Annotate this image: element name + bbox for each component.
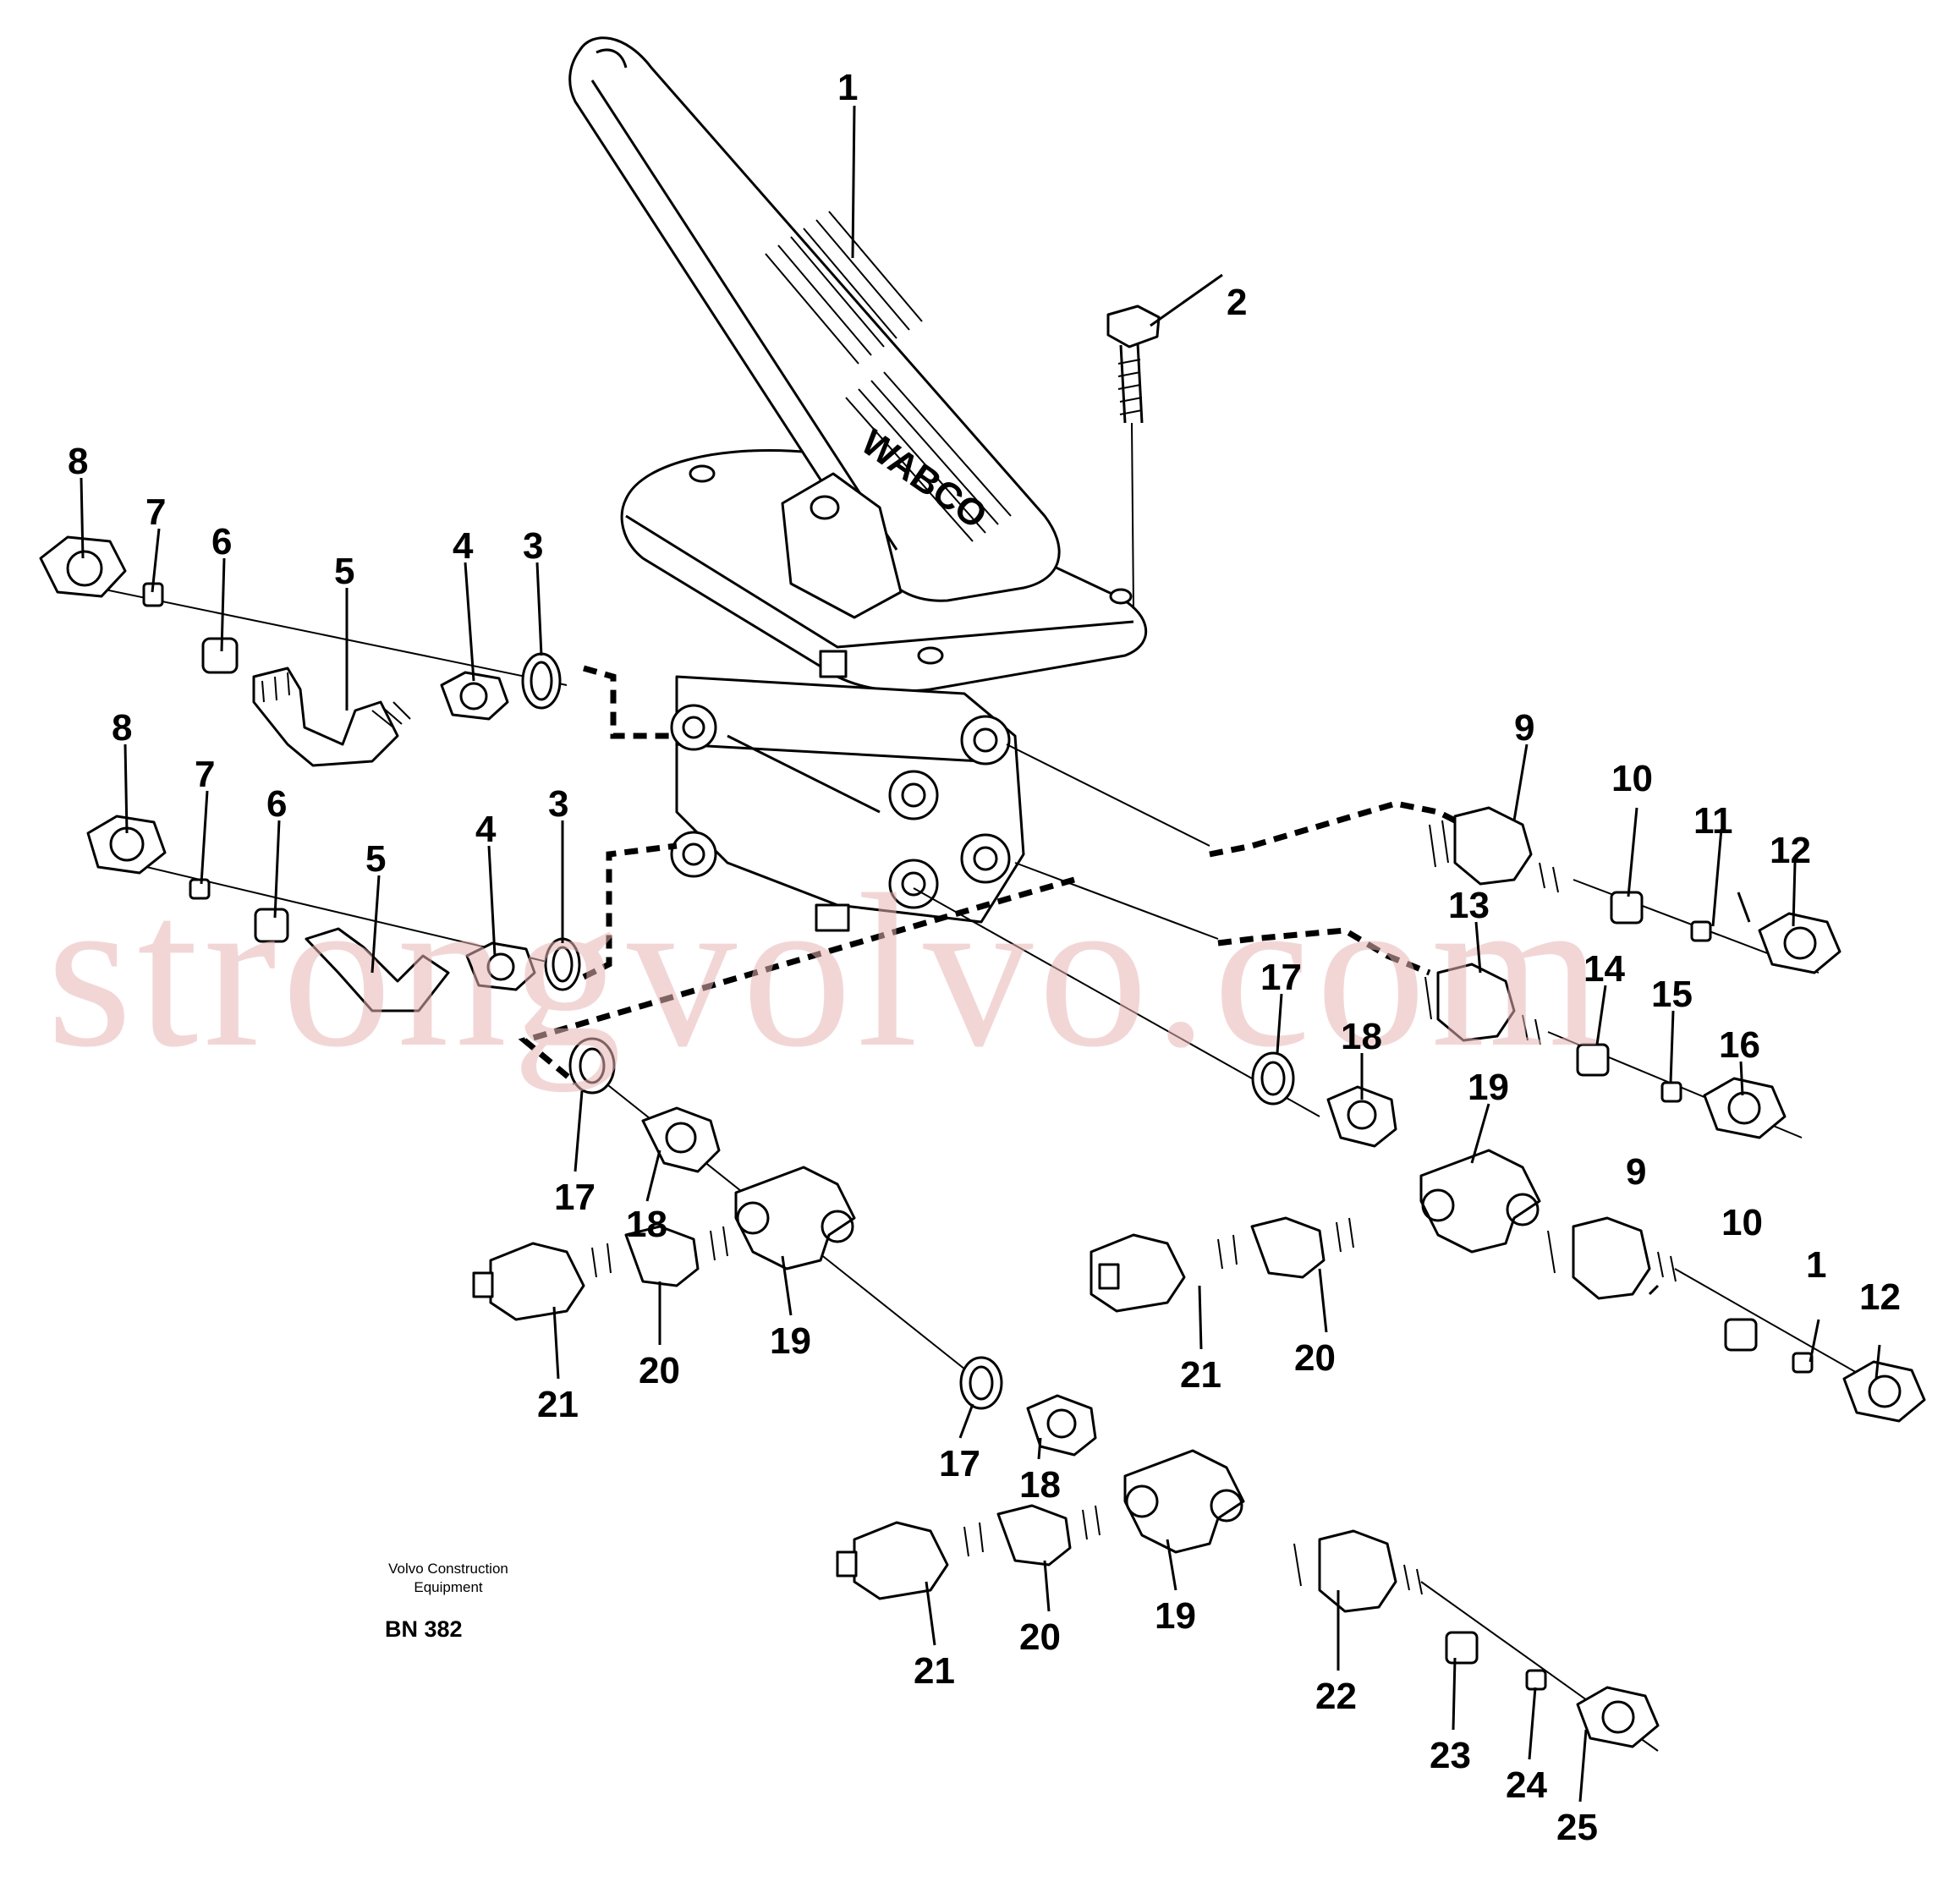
callout-19: 19 <box>770 1320 811 1362</box>
callout-20: 20 <box>639 1350 680 1391</box>
callout-9: 9 <box>1626 1151 1646 1193</box>
callout-12: 12 <box>1859 1276 1901 1318</box>
lower-tee-fittings <box>472 876 1660 1752</box>
callout-7: 7 <box>195 754 215 795</box>
callout-8: 8 <box>68 441 88 482</box>
callout-17: 17 <box>554 1177 596 1218</box>
diagram-reference: BN 382 <box>385 1616 463 1642</box>
callout-21: 21 <box>1180 1354 1221 1396</box>
callout-1: 1 <box>837 67 858 108</box>
callout-18: 18 <box>626 1204 667 1245</box>
brand-block: Volvo Construction Equipment BN 382 <box>385 1561 508 1642</box>
callout-10: 10 <box>1611 758 1653 799</box>
callout-3: 3 <box>523 525 543 567</box>
callout-9: 9 <box>1514 707 1534 749</box>
callout-13: 13 <box>1448 885 1490 926</box>
callout-6: 6 <box>266 783 287 825</box>
callout-7: 7 <box>145 491 166 533</box>
callout-4: 4 <box>453 525 474 567</box>
lower-left-fittings <box>86 815 581 1012</box>
callout-20: 20 <box>1294 1337 1336 1379</box>
callout-1-lower-right: 1 <box>1806 1244 1826 1286</box>
brake-pedal-assembly: WABCO <box>568 36 1148 932</box>
callout-17: 17 <box>1260 957 1302 998</box>
callout-19: 19 <box>1468 1067 1509 1108</box>
callout-19: 19 <box>1155 1595 1196 1637</box>
callout-24: 24 <box>1506 1764 1547 1806</box>
callout-3: 3 <box>548 783 568 825</box>
brand-line-2: Equipment <box>414 1579 483 1595</box>
right-middle-fittings <box>1014 862 1803 1139</box>
callout-10: 10 <box>1721 1202 1763 1243</box>
callout-leaders <box>80 105 1881 1802</box>
callout-5: 5 <box>365 838 386 880</box>
upper-left-pipe-line <box>583 665 677 739</box>
upper-left-fittings <box>39 535 568 767</box>
callout-14: 14 <box>1584 948 1625 990</box>
callout-8: 8 <box>112 707 132 749</box>
callout-2: 2 <box>1227 282 1247 323</box>
callout-5: 5 <box>334 551 354 592</box>
callout-12: 12 <box>1770 830 1811 871</box>
callout-18: 18 <box>1019 1464 1061 1506</box>
callout-21: 21 <box>537 1384 579 1425</box>
callout-15: 15 <box>1651 974 1693 1015</box>
callout-11: 11 <box>1693 800 1733 842</box>
callout-20: 20 <box>1019 1616 1061 1658</box>
callout-23: 23 <box>1430 1735 1471 1776</box>
mounting-bolt <box>1106 305 1161 610</box>
callout-6: 6 <box>211 521 232 562</box>
brand-line-1: Volvo Construction <box>388 1561 508 1577</box>
callout-18: 18 <box>1341 1016 1382 1057</box>
callout-4: 4 <box>475 809 497 850</box>
callout-21: 21 <box>914 1650 955 1692</box>
callout-16: 16 <box>1719 1024 1760 1066</box>
callout-22: 22 <box>1315 1676 1357 1717</box>
watermark-text: strongvolvo.com <box>47 849 1607 1093</box>
right-tee-fittings <box>913 887 1926 1423</box>
callout-17: 17 <box>939 1443 980 1484</box>
callout-25: 25 <box>1556 1807 1598 1848</box>
callout-numbers: 1 2 3 3 4 4 5 5 6 6 7 7 8 8 9 9 10 10 11… <box>68 67 1901 1848</box>
right-upper-fittings <box>1006 743 1841 974</box>
